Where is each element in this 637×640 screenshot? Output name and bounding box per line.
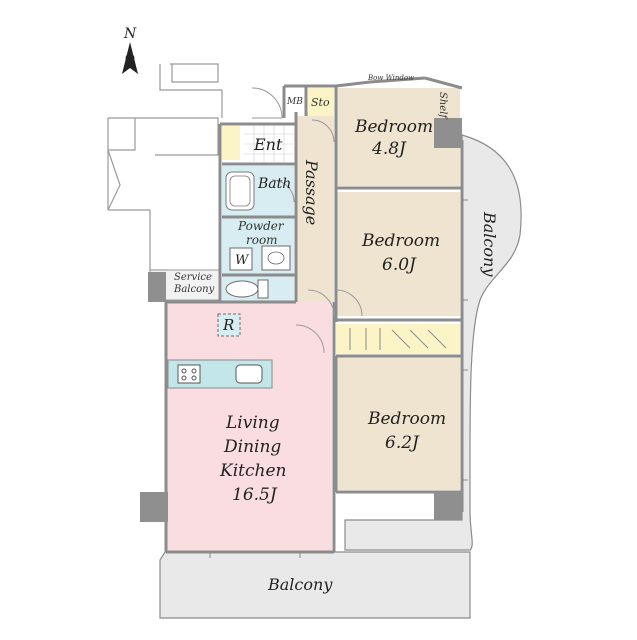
bedroom-3-floor (336, 356, 460, 490)
closet-doors (349, 328, 447, 350)
meter-box-label: MB (286, 97, 303, 107)
passage-label: Passage (302, 159, 321, 225)
ldk-line1: Living (225, 413, 280, 433)
balcony-south-label: Balcony (267, 575, 333, 594)
powder-room-label-1: Powder (237, 219, 285, 233)
kitchen-sink-icon (235, 364, 263, 384)
ldk-size: 16.5J (232, 485, 278, 505)
north-arrow-icon (122, 42, 138, 74)
washer-label: W (235, 253, 250, 268)
common-corridor-outline (107, 63, 223, 271)
entrance-floor (244, 124, 294, 162)
door-swings (251, 87, 363, 354)
service-balcony-label-2: Balcony (173, 284, 215, 295)
stove-icon (177, 364, 201, 384)
bathtub-icon (225, 171, 255, 211)
meter-box-floor (286, 88, 306, 116)
ldk-floor (166, 302, 332, 552)
walls (164, 76, 464, 554)
balcony-south (159, 551, 471, 619)
powder-room-label-2: room (246, 233, 278, 247)
service-balcony-label-1: Service (174, 272, 212, 283)
ldk-line2: Dining (223, 437, 281, 457)
entrance-label: Ent (253, 135, 283, 154)
bedroom-2-size: 6.0J (382, 255, 417, 275)
columns (140, 118, 462, 522)
bedroom-2-floor (336, 192, 460, 316)
bow-window-label: Bow Window (367, 74, 414, 82)
bedroom-2-name: Bedroom (361, 231, 440, 251)
toilet-icon (225, 279, 269, 299)
fridge-label: R (222, 316, 234, 334)
balcony-east (344, 134, 522, 551)
bedroom-3-name: Bedroom (367, 409, 446, 429)
compass-label: N (123, 26, 137, 42)
compass: N (122, 26, 138, 74)
bedroom-3-size: 6.2J (385, 433, 420, 453)
bedroom-1-size: 4.8J (371, 139, 407, 159)
closet-floor (336, 324, 460, 354)
bath-label: Bath (257, 176, 291, 192)
sink-icon (261, 245, 291, 271)
shelf-label: Shelf (437, 92, 448, 120)
balcony-east-label: Balcony (480, 211, 499, 277)
ldk-line3: Kitchen (219, 461, 286, 481)
windows (209, 199, 468, 558)
shoe-cabinet (222, 126, 240, 160)
passage-floor (296, 112, 334, 302)
storage-label: Sto (311, 96, 330, 109)
entrance-tiles (244, 124, 294, 162)
storage-floor (308, 88, 334, 116)
bedroom-1-name: Bedroom (354, 117, 433, 137)
fridge-space (217, 313, 241, 337)
washer-icon (229, 247, 253, 271)
